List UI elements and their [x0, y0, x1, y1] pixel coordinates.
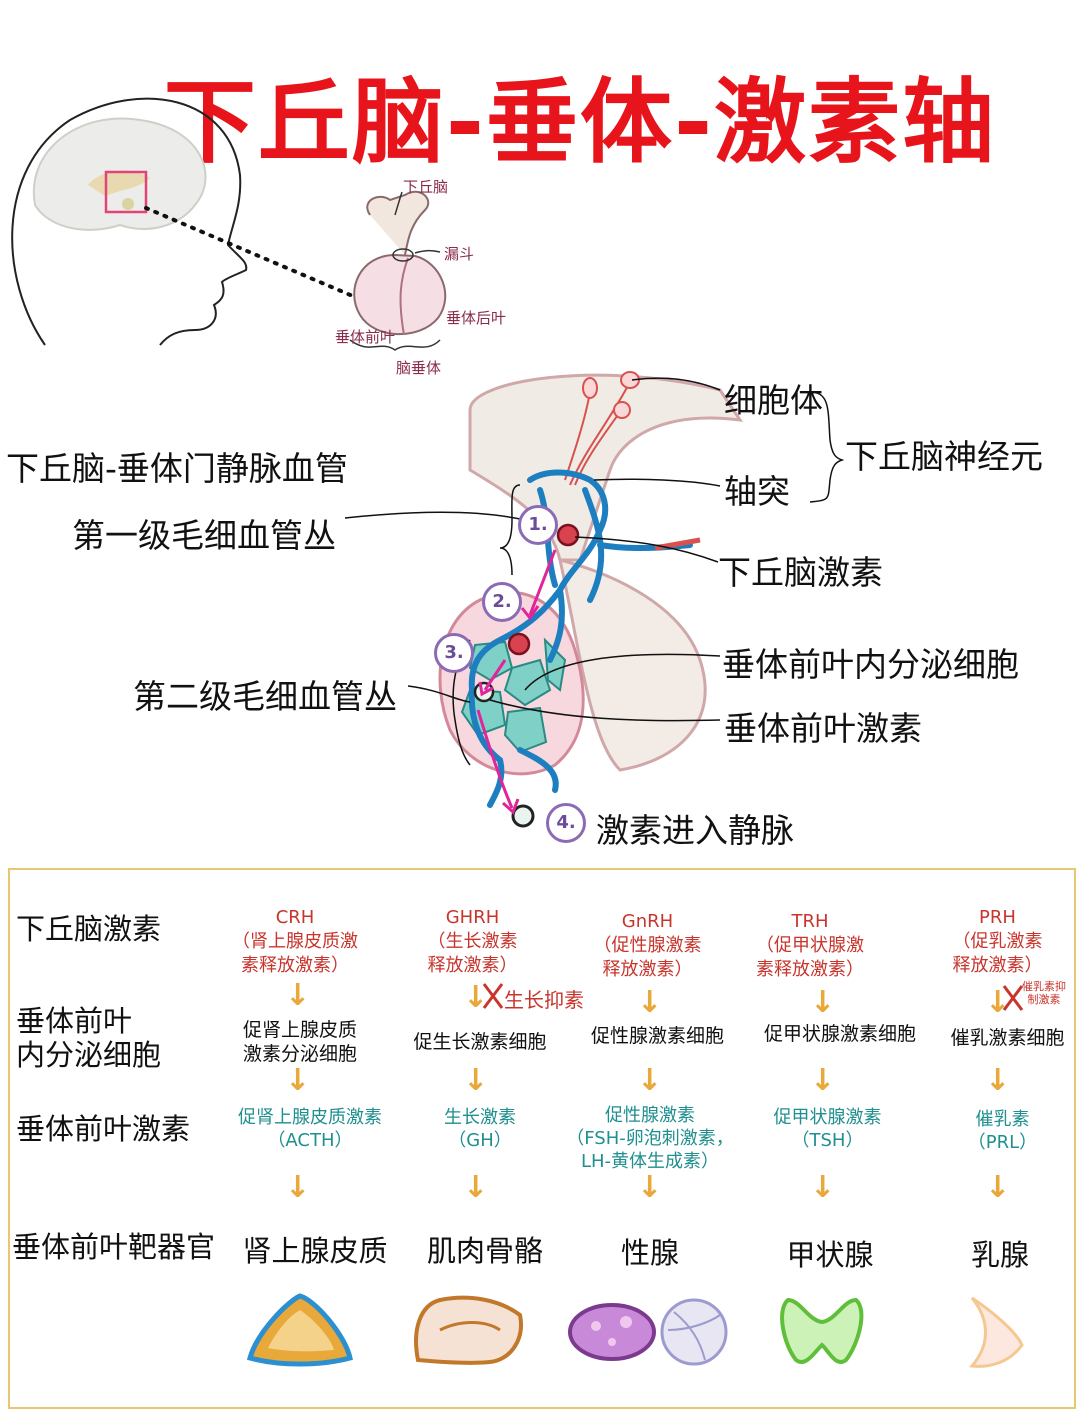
ant-hormone-gh: 生长激素（GH） [444, 1107, 516, 1151]
label-endo-cell: 垂体前叶内分泌细胞 [722, 645, 1019, 684]
focus-box [104, 170, 148, 214]
inhibitor-somatostatin: 生长抑素 [504, 988, 584, 1012]
row-label-target: 垂体前叶靶器官 [12, 1230, 216, 1264]
label-neuron: 下丘脑神经元 [845, 437, 1043, 476]
label-axon: 轴突 [724, 472, 790, 511]
inset-label-posterior: 垂体后叶 [446, 309, 507, 327]
step-1: 1. [518, 505, 558, 545]
hormone-dot-1 [556, 523, 580, 547]
row-label-ant: 垂体前叶激素 [16, 1112, 191, 1146]
inset-label-infundibulum: 漏斗 [444, 245, 475, 263]
page-title: 下丘脑-垂体-激素轴 [163, 69, 997, 176]
organ-adrenal: 肾上腺皮质 [242, 1234, 388, 1268]
ant-hormone-tsh: 促甲状腺激素（TSH） [773, 1107, 882, 1151]
organ-thyroid: 甲状腺 [786, 1238, 874, 1272]
hyp-hormone-crh: CRH（肾上腺皮质激素释放激素） [232, 907, 358, 976]
arrow-down-icon: ↓ [810, 1170, 836, 1205]
cell-ghrh: 促生长激素细胞 [413, 1031, 547, 1053]
hyp-hormone-ghrh: GHRH（生长激素释放激素） [427, 907, 518, 976]
cell-crh: 促肾上腺皮质激素分泌细胞 [242, 1019, 357, 1065]
cell-gnrh: 促性腺激素细胞 [590, 1025, 724, 1047]
arrow-down-icon: ↓ [463, 980, 489, 1015]
arrow-down-icon: ↓ [810, 1063, 836, 1098]
arrow-down-icon: ↓ [285, 978, 311, 1013]
posterior-lobe [558, 557, 707, 772]
arrow-down-icon: ↓ [637, 985, 663, 1020]
inhibitor-prl: 催乳素抑制激素 [1022, 980, 1066, 1006]
cell-prh: 催乳激素细胞 [950, 1027, 1065, 1049]
arrow-down-icon: ↓ [985, 1170, 1011, 1205]
label-plexus2: 第二级毛细血管丛 [133, 677, 397, 716]
ant-hormone-fsh-lh: 促性腺激素（FSH-卵泡刺激素，LH-黄体生成素） [566, 1105, 734, 1172]
inset-label-pituitary: 脑垂体 [396, 359, 442, 377]
ant-hormone-acth: 促肾上腺皮质激素（ACTH） [238, 1107, 382, 1151]
hormone-table [8, 868, 1076, 1409]
hyp-hormone-prh: PRH（促乳激素释放激素） [952, 907, 1043, 976]
arrow-down-icon: ↓ [285, 1170, 311, 1205]
row-label-hyp: 下丘脑激素 [16, 912, 162, 946]
arrow-down-icon: ↓ [637, 1063, 663, 1098]
inset-label-hypothalamus: 下丘脑 [403, 178, 449, 196]
hyp-hormone-gnrh: GnRH（促性腺激素释放激素） [593, 911, 702, 980]
inset-label-anterior: 垂体前叶 [335, 328, 396, 346]
label-plexus1: 第一级毛细血管丛 [72, 516, 336, 555]
arrow-down-icon: ↓ [985, 1063, 1011, 1098]
row-label-cells-1: 垂体前叶 [16, 1004, 133, 1038]
arrow-down-icon: ↓ [285, 1063, 311, 1098]
arrow-down-icon: ↓ [637, 1170, 663, 1205]
row-label-cells-2: 内分泌细胞 [16, 1038, 162, 1072]
ant-hormone-prl: 催乳素（PRL） [967, 1109, 1038, 1153]
organ-muscle: 肌肉骨骼 [426, 1234, 543, 1268]
flow-arrows [476, 549, 557, 815]
arrow-down-icon: ↓ [463, 1170, 489, 1205]
hormone-dot-4 [511, 804, 535, 828]
step-3: 3. [434, 633, 474, 673]
label-portal: 下丘脑-垂体门静脉血管 [6, 449, 348, 488]
hormone-dot-2 [507, 632, 531, 656]
label-cell-body: 细胞体 [724, 381, 823, 420]
label-vein: 激素进入静脉 [596, 811, 794, 850]
arrow-down-icon: ↓ [810, 985, 836, 1020]
hyp-hormone-trh: TRH（促甲状腺激素释放激素） [756, 911, 864, 980]
arrow-down-icon: ↓ [985, 985, 1011, 1020]
label-ant-hormone: 垂体前叶激素 [724, 709, 922, 748]
cell-trh: 促甲状腺激素细胞 [763, 1023, 916, 1045]
step-2: 2. [482, 582, 522, 622]
inset-stalk [366, 190, 430, 256]
arrow-down-icon: ↓ [463, 1063, 489, 1098]
organ-mammary: 乳腺 [970, 1238, 1029, 1272]
step-4: 4. [546, 803, 586, 843]
label-hyp-hormone: 下丘脑激素 [718, 553, 883, 592]
organ-gonad: 性腺 [620, 1236, 679, 1270]
